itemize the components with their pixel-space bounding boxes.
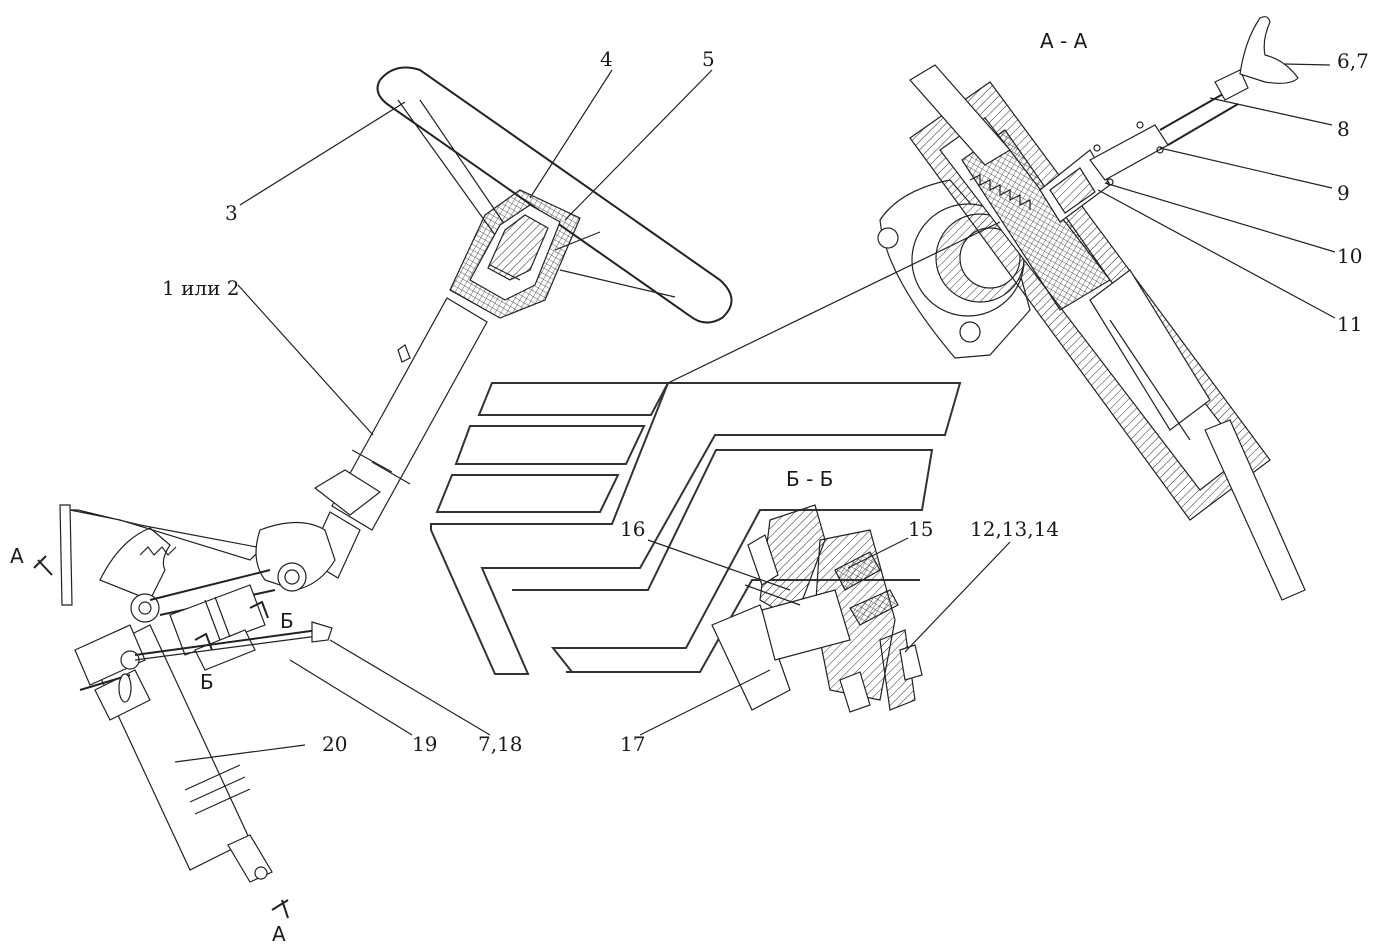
callout-17: 17 [620,732,645,756]
callout-6-7: 6,7 [1337,49,1369,73]
leader-lines [174,63,1336,763]
steering-wheel [376,66,733,324]
callout-19: 19 [412,732,437,756]
callout-15: 15 [908,517,933,541]
callout-11: 11 [1337,312,1362,336]
callout-16: 16 [620,517,645,541]
callout-8: 8 [1337,117,1350,141]
section-letter-b-upper: Б [280,609,294,633]
section-marker-b-upper [249,600,269,619]
callout-1: 1 или 2 [162,276,240,300]
section-marker-b-lower [194,632,213,651]
section-marker-a-bottom [271,899,289,919]
section-b-b-view [711,504,923,713]
section-a-a-title: А - А [1040,29,1088,53]
steering-hub [449,189,581,319]
callout-9: 9 [1337,181,1350,205]
section-b-b-title: Б - Б [786,467,833,491]
section-marker-a-top [33,555,53,576]
callout-12-13-14: 12,13,14 [970,517,1059,541]
callout-5: 5 [702,47,715,71]
section-letter-a-top: А [10,544,24,568]
callout-20: 20 [322,732,347,756]
section-letter-b-lower: Б [200,670,214,694]
section-letter-a-bottom: А [272,922,286,946]
callout-3: 3 [225,201,238,225]
section-a-a-view [877,16,1306,601]
pedal-assembly [59,504,336,883]
callout-10: 10 [1337,244,1362,268]
callout-4: 4 [600,47,613,71]
callout-7-18: 7,18 [478,732,523,756]
steering-column [307,297,488,579]
